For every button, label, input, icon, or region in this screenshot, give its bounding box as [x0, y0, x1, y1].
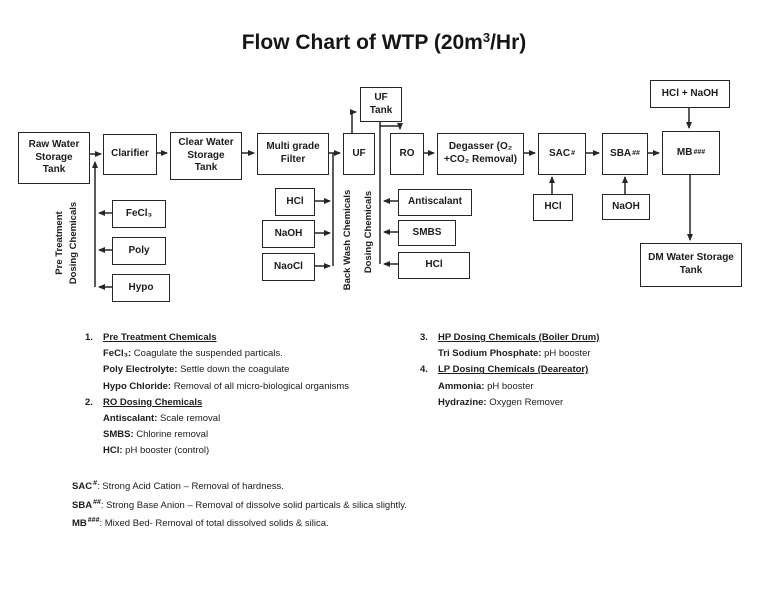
- note-term: Ammonia:: [438, 380, 485, 392]
- box-clear-water-storage-tank: Clear Water Storage Tank: [170, 132, 242, 180]
- box-degasser: Degasser (O₂ +CO₂ Removal): [437, 133, 524, 175]
- note-term: Antiscalant:: [103, 413, 158, 425]
- note-heading-1: 1. Pre Treatment Chemicals: [85, 330, 415, 346]
- footnote-sac: SAC#: Strong Acid Cation – Removal of ha…: [72, 476, 407, 495]
- box-backwash-naoh: NaOH: [262, 220, 315, 248]
- label-pre-treatment-dosing-chemicals: Pre Treatment Dosing Chemicals: [53, 201, 79, 285]
- box-sac: SAC#: [538, 133, 586, 175]
- title-text: Flow Chart of WTP (20m: [241, 31, 483, 54]
- box-hypo: Hypo: [112, 274, 170, 302]
- box-dm-water-storage-tank: DM Water Storage Tank: [640, 243, 742, 287]
- note-number: 2.: [85, 396, 93, 408]
- label-dosing-chemicals: Dosing Chemicals: [362, 190, 374, 274]
- box-backwash-hcl: HCl: [275, 188, 315, 216]
- note-item: Hydrazine: Oxygen Remover: [420, 395, 740, 411]
- notes-right-column: 3. HP Dosing Chemicals (Boiler Drum) Tri…: [420, 330, 740, 411]
- note-desc: Scale removal: [157, 413, 221, 425]
- note-item: Hypo Chloride: Removal of all micro-biol…: [85, 379, 415, 395]
- box-sac-hcl: HCl: [533, 194, 573, 221]
- title-suffix: /Hr): [490, 31, 527, 54]
- sba-label: SBA: [610, 147, 632, 159]
- label-back-wash-chemicals: Back Wash Chemicals: [341, 189, 353, 291]
- box-ro: RO: [390, 133, 424, 175]
- note-term: Hydrazine:: [438, 396, 487, 408]
- box-backwash-naocl: NaoCl: [262, 253, 315, 281]
- box-multi-grade-filter: Multi grade Filter: [257, 133, 329, 175]
- note-desc: Settle down the coagulate: [177, 364, 290, 376]
- note-desc: Chlorine removal: [133, 429, 209, 441]
- sac-superscript: #: [571, 149, 576, 157]
- box-mb: MB###: [662, 131, 720, 175]
- footnote-superscript: ###: [87, 517, 100, 525]
- note-desc: pH booster (control): [122, 445, 210, 457]
- note-number: 3.: [420, 332, 428, 343]
- note-heading-2: 2. RO Dosing Chemicals: [85, 395, 415, 411]
- footnote-desc: : Mixed Bed- Removal of total dissolved …: [99, 518, 329, 530]
- footnote-superscript: #: [93, 480, 97, 487]
- footnote-term: SBA: [72, 499, 93, 511]
- box-poly: Poly: [112, 237, 166, 265]
- box-clarifier: Clarifier: [103, 134, 157, 175]
- footnote-term: MB: [72, 518, 87, 530]
- box-sba: SBA##: [602, 133, 648, 175]
- footnotes: SAC#: Strong Acid Cation – Removal of ha…: [72, 476, 407, 532]
- box-dosing-hcl: HCl: [398, 252, 470, 279]
- note-item: Antiscalant: Scale removal: [85, 411, 415, 427]
- box-uf-tank: UF Tank: [360, 87, 402, 122]
- note-term: Tri Sodium Phosphate:: [438, 348, 542, 360]
- box-hcl-plus-naoh: HCl + NaOH: [650, 80, 730, 108]
- note-term: FeCl₃:: [103, 348, 132, 360]
- note-term: SMBS:: [103, 429, 134, 441]
- note-term: Hypo Chloride:: [103, 380, 172, 392]
- connector-uf-to-uftank: [350, 109, 357, 133]
- footnote-superscript: ##: [93, 498, 101, 506]
- note-heading-4: 4. LP Dosing Chemicals (Deareator): [420, 362, 740, 378]
- note-desc: Coagulate the suspended particals.: [131, 348, 283, 360]
- box-uf: UF: [343, 133, 375, 175]
- note-item: Poly Electrolyte: Settle down the coagul…: [85, 362, 415, 378]
- notes-left-column: 1. Pre Treatment Chemicals FeCl₃: Coagul…: [85, 330, 415, 460]
- note-desc: Removal of all micro-biological organism…: [171, 380, 350, 392]
- footnote-sba: SBA##: Strong Base Anion – Removal of di…: [72, 495, 407, 514]
- footnote-mb: MB###: Mixed Bed- Removal of total disso…: [72, 513, 407, 532]
- sac-label: SAC: [548, 147, 571, 159]
- sba-superscript: ##: [632, 149, 640, 157]
- note-heading-text: HP Dosing Chemicals (Boiler Drum): [438, 332, 600, 343]
- title-superscript: 3: [482, 30, 491, 45]
- note-desc: pH booster: [484, 380, 534, 392]
- note-heading-3: 3. HP Dosing Chemicals (Boiler Drum): [420, 330, 740, 346]
- note-item: SMBS: Chlorine removal: [85, 427, 415, 443]
- note-term: HCl:: [103, 445, 123, 457]
- note-heading-text: RO Dosing Chemicals: [103, 396, 203, 408]
- note-desc: Oxygen Remover: [486, 396, 564, 408]
- note-number: 4.: [420, 364, 428, 376]
- note-heading-text: Pre Treatment Chemicals: [103, 332, 217, 343]
- note-number: 1.: [85, 332, 93, 343]
- footnote-desc: : Strong Acid Cation – Removal of hardne…: [96, 481, 284, 492]
- box-antiscalant: Antiscalant: [398, 189, 472, 216]
- page-title: Flow Chart of WTP (20m3/Hr): [0, 30, 768, 55]
- footnote-term: SAC: [72, 481, 93, 492]
- box-smbs: SMBS: [398, 220, 456, 246]
- mb-superscript: ###: [693, 148, 706, 156]
- box-raw-water-storage-tank: Raw Water Storage Tank: [18, 132, 90, 184]
- note-item: FeCl₃: Coagulate the suspended particals…: [85, 346, 415, 362]
- box-sba-naoh: NaOH: [602, 194, 650, 220]
- footnote-desc: : Strong Base Anion – Removal of dissolv…: [100, 499, 407, 511]
- note-item: Ammonia: pH booster: [420, 379, 740, 395]
- note-item: Tri Sodium Phosphate: pH booster: [420, 346, 740, 362]
- note-desc: pH booster: [541, 348, 591, 360]
- note-item: HCl: pH booster (control): [85, 443, 415, 459]
- note-heading-text: LP Dosing Chemicals (Deareator): [438, 364, 589, 376]
- mb-label: MB: [676, 146, 693, 158]
- connector-uftank-to-ro: [379, 120, 403, 130]
- box-fecl3: FeCl₃: [112, 200, 166, 228]
- note-term: Poly Electrolyte:: [103, 364, 178, 376]
